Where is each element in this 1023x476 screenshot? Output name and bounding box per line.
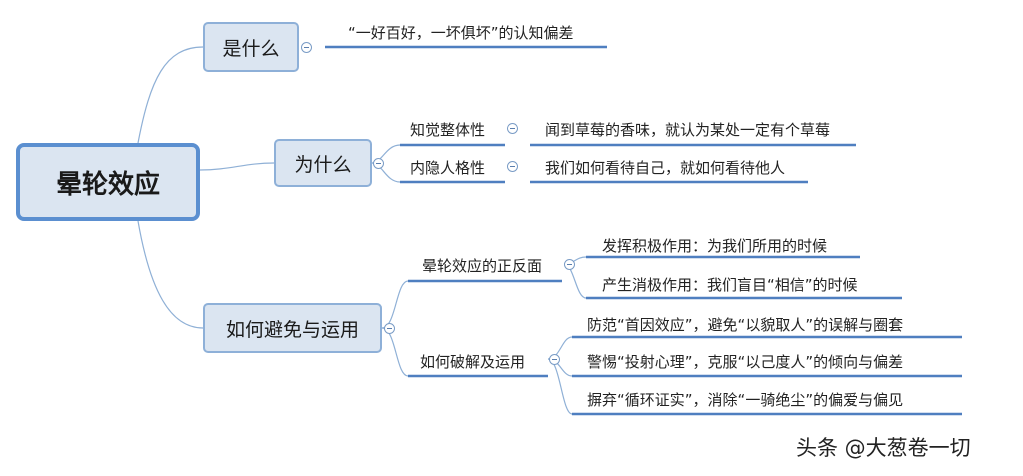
link-root-what [137, 46, 204, 144]
collapse-how-group-2-icon[interactable] [549, 354, 560, 365]
how-group-2-item-2: 警惕“投射心理”，克服“以己度人”的倾向与偏差 [587, 353, 904, 371]
how-group-2-item-3: 摒弃“循环证实”，消除“一骑绝尘”的偏爱与偏见 [587, 391, 904, 409]
how-group-2: 如何破解及运用 [420, 353, 526, 371]
collapse-why-item-1-icon[interactable] [507, 123, 518, 134]
collapse-what-icon[interactable] [301, 42, 312, 53]
collapse-how-group-1-icon[interactable] [564, 259, 575, 270]
collapse-why-icon[interactable] [373, 158, 384, 169]
root-node[interactable]: 晕轮效应 [16, 143, 200, 221]
branch-why-node[interactable]: 为什么 [274, 139, 372, 187]
branch-what-node[interactable]: 是什么 [203, 22, 299, 72]
link-root-how [137, 220, 204, 329]
why-item-1: 知觉整体性 [410, 121, 486, 139]
watermark: 头条 @大葱卷一切 [796, 436, 971, 460]
collapse-how-icon[interactable] [384, 323, 395, 334]
what-detail: “一好百好，一坏俱坏”的认知偏差 [348, 24, 574, 42]
link-how-group1 [381, 280, 409, 329]
why-item-2: 内隐人格性 [410, 159, 486, 177]
why-item-1-detail: 闻到草莓的香味，就认为某处一定有个草莓 [545, 121, 831, 139]
how-group-1: 晕轮效应的正反面 [422, 257, 543, 275]
collapse-why-item-2-icon[interactable] [507, 161, 518, 172]
link-how-group2 [381, 327, 409, 377]
link-root-why [199, 162, 275, 171]
why-item-2-detail: 我们如何看待自己，就如何看待他人 [545, 159, 786, 177]
how-group-2-item-1: 防范“首因效应”，避免“以貌取人”的误解与圈套 [587, 316, 904, 334]
how-group-1-item-1: 发挥积极作用：为我们所用的时候 [602, 237, 828, 255]
how-group-1-item-2: 产生消极作用：我们盲目“相信”的时候 [602, 276, 858, 294]
branch-how-node[interactable]: 如何避免与运用 [203, 303, 382, 353]
